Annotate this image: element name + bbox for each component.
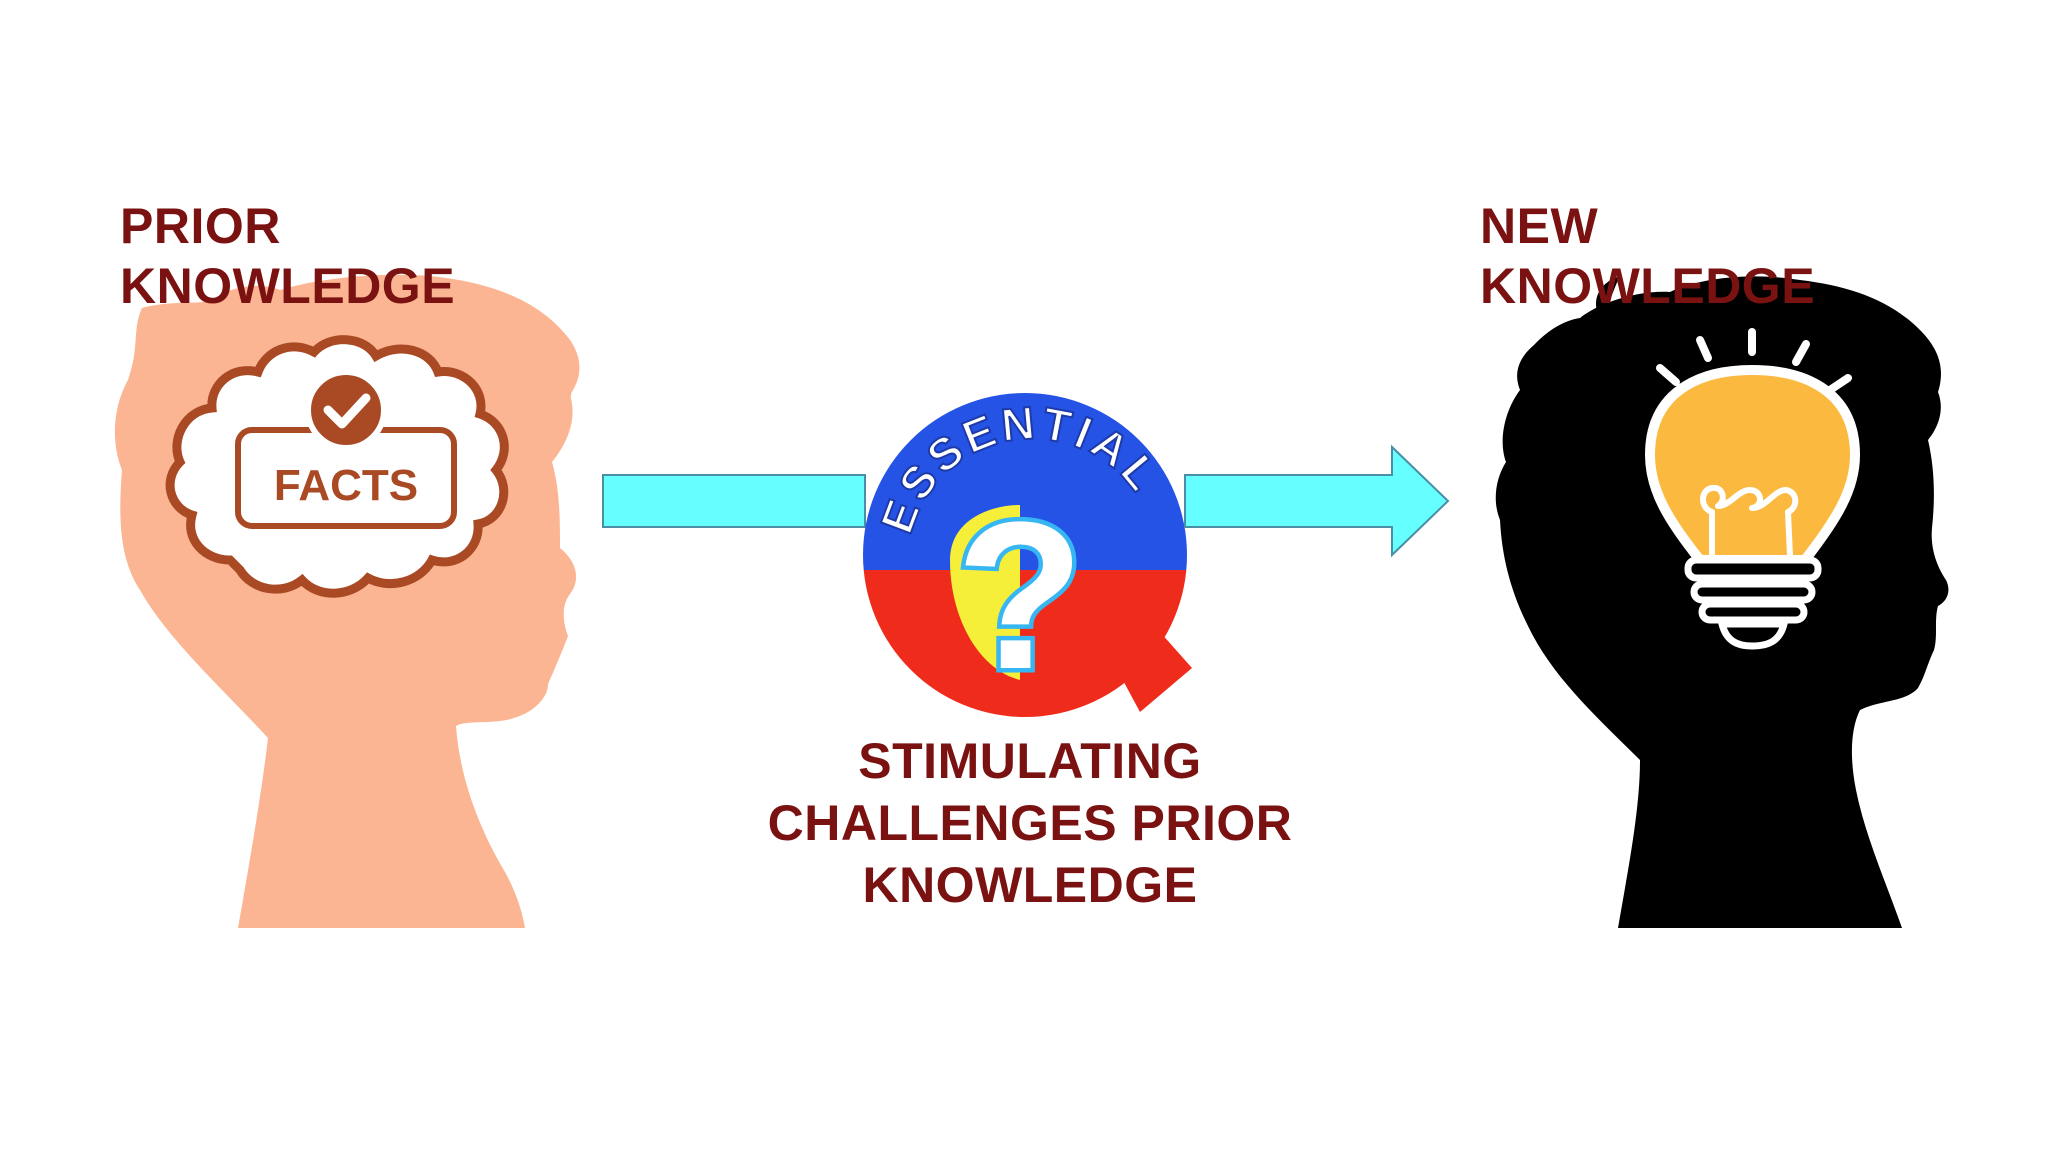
stimulating-challenges-caption: STIMULATING CHALLENGES PRIOR KNOWLEDGE — [640, 730, 1420, 916]
caption-line1: STIMULATING — [858, 733, 1202, 789]
lightbulb-icon — [1644, 328, 1861, 650]
prior-head-icon: FACTS — [114, 274, 580, 929]
caption-line2: CHALLENGES PRIOR — [767, 795, 1293, 851]
arrow-right — [1184, 444, 1450, 558]
new-knowledge-label-line2: KNOWLEDGE — [1480, 258, 1816, 314]
essential-question-logo-icon: ESSENTIAL ? — [863, 393, 1192, 718]
logo-question-mark: ? — [956, 478, 1084, 713]
prior-knowledge-label-line2: KNOWLEDGE — [120, 258, 456, 314]
new-knowledge-label-line1: NEW — [1480, 198, 1599, 254]
thought-cloud-facts-icon: FACTS — [165, 335, 509, 598]
checkmark-icon — [305, 369, 387, 451]
new-head-icon — [1495, 276, 1949, 928]
new-hair-tuft — [1596, 276, 1620, 318]
prior-hair-tuft-1 — [145, 318, 185, 360]
facts-badge-text: FACTS — [274, 461, 418, 510]
logo-yellow-accent — [950, 505, 1020, 680]
prior-hair-tuft-2 — [548, 380, 572, 420]
arrow-bar-left — [602, 474, 866, 528]
prior-knowledge-label-line1: PRIOR — [120, 198, 281, 254]
prior-knowledge-label: PRIOR KNOWLEDGE — [120, 196, 455, 316]
new-knowledge-label: NEW KNOWLEDGE — [1480, 196, 1815, 316]
caption-line3: KNOWLEDGE — [862, 857, 1198, 913]
